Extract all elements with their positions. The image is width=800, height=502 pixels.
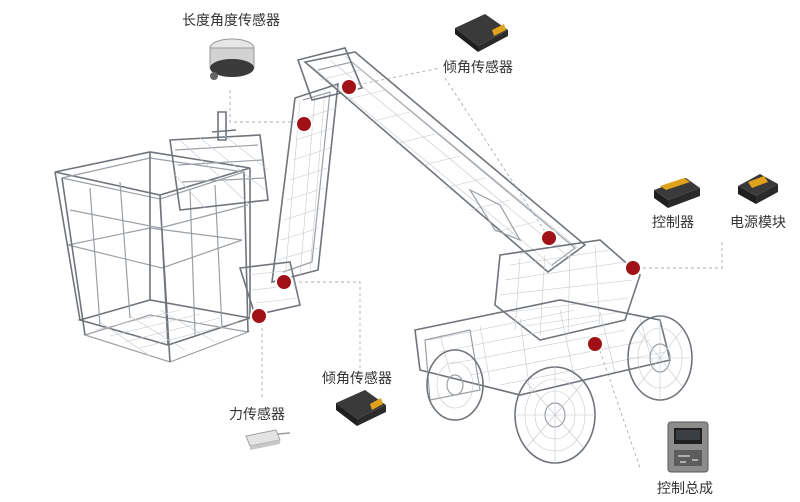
main-boom: [296, 47, 587, 274]
marker-controller-power[interactable]: [624, 259, 642, 277]
marker-boom-joint[interactable]: [540, 229, 558, 247]
marker-tilt-sensor-top[interactable]: [340, 78, 358, 96]
wheel-rear-left: [514, 366, 596, 464]
tilt-sensor-top-device: [455, 14, 508, 52]
label-length-angle-sensor: 长度角度传感器: [182, 13, 280, 29]
control-assembly-device: [667, 421, 709, 473]
length-angle-sensor-device: [209, 38, 255, 80]
force-sensor-device: [245, 429, 291, 450]
label-force-sensor: 力传感器: [229, 407, 285, 423]
label-control-assembly: 控制总成: [657, 481, 713, 497]
power-module-device: [738, 174, 778, 204]
work-basket: [54, 111, 269, 363]
label-tilt-sensor-bottom: 倾角传感器: [322, 371, 392, 387]
marker-force-sensor[interactable]: [250, 307, 268, 325]
lower-boom: [238, 82, 339, 316]
marker-tilt-sensor-bottom[interactable]: [275, 273, 293, 291]
wheel-front-left: [426, 349, 484, 421]
label-power-module: 电源模块: [730, 215, 786, 231]
leader-lines: [229, 67, 723, 469]
wheels: [426, 315, 693, 464]
controller-device: [654, 178, 700, 208]
label-tilt-sensor-top: 倾角传感器: [443, 60, 513, 76]
wheel-rear-right: [627, 315, 693, 401]
tilt-sensor-bottom-device: [336, 390, 386, 426]
sensor-markers: [250, 78, 642, 353]
label-controller: 控制器: [652, 215, 694, 231]
marker-length-angle-sensor[interactable]: [295, 115, 313, 133]
marker-control-assembly[interactable]: [586, 335, 604, 353]
